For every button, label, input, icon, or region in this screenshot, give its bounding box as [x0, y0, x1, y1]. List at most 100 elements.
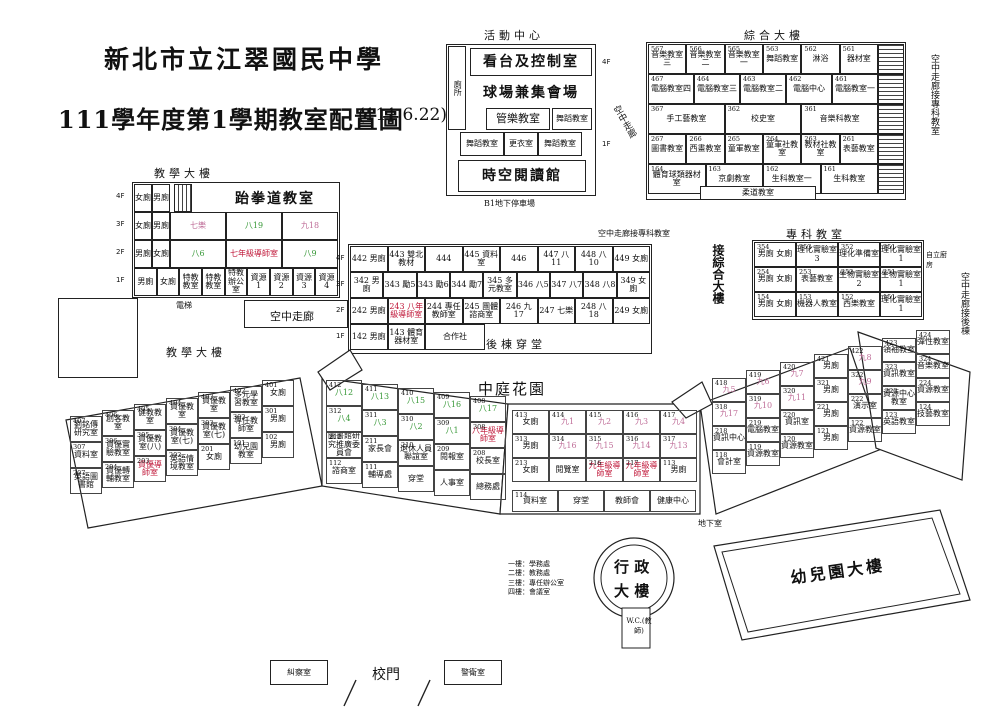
room-number: 204 [105, 463, 118, 471]
room-name: 男廁 女廁 [757, 249, 793, 259]
room-number: 463 [743, 75, 756, 83]
room-number: 306 [105, 437, 118, 445]
room-number: 424 [919, 331, 932, 339]
room-number: 419 [749, 371, 762, 379]
room-name: 資源教室 [781, 440, 813, 450]
room-name: 446 [511, 253, 527, 263]
room-name: 特教辦公室 [227, 268, 244, 295]
room-name: 男廁 [823, 408, 839, 418]
room-number: 213 [515, 459, 528, 467]
room-number: 313 [515, 435, 528, 443]
room-name: 女廁 [522, 416, 539, 426]
room-number: 321 [817, 379, 830, 387]
legend-item: 四樓：會議室 [508, 588, 550, 597]
room-number: 354 [757, 243, 770, 251]
room-number: 263 [804, 135, 817, 143]
room-name: 器材室 [846, 53, 871, 63]
room-number: 324 [919, 355, 932, 363]
guard-inspection-room: 糾察室 [270, 660, 328, 685]
room-number: 353 [799, 243, 812, 251]
room-number: 223 [885, 387, 898, 395]
room-name: 349 女廁 [620, 275, 647, 293]
upper-room: 八19 [226, 212, 282, 240]
room-name: 女廁 [206, 451, 222, 461]
room-name: 英語圖書館 [74, 471, 98, 489]
connect-comp-label: 接綜合大樓 [711, 244, 725, 304]
room-name: 男廁 [670, 464, 687, 474]
floor-label: 2F [336, 306, 345, 314]
basement-label: 地下室 [698, 519, 722, 528]
floor-label: 2F [116, 248, 125, 256]
room-name: 443 雙北教材 [389, 249, 424, 267]
room-number: 124 [919, 403, 932, 411]
self-kitchen-label: 自立廚房 [926, 251, 947, 269]
room-name: 電腦教室 [747, 424, 779, 434]
room-name: 九1 [560, 416, 575, 426]
middle-room: 443 雙北教材 [387, 246, 425, 272]
middle-room: 245 團體諮商室 [462, 298, 500, 324]
room-name: 健教教室 [138, 407, 162, 425]
room-number: 211 [365, 437, 378, 445]
room-number: 113 [663, 459, 676, 467]
room-name: 音樂教室一 [727, 49, 760, 67]
room-name: 柔道教室 [742, 187, 774, 197]
room-name: 249 女廁 [614, 305, 649, 315]
room-name: 資源教室 [747, 448, 779, 458]
room-name: 345 多元教室 [487, 275, 513, 293]
room-name: 體育球類器材室 [652, 169, 701, 187]
band-room: 總務處 [470, 474, 506, 500]
room-number: 153 [799, 293, 812, 301]
room-name: 男廁 [153, 220, 169, 230]
room-name: 領袖教室 [883, 344, 915, 354]
room-name: 資訊教室 [883, 368, 915, 378]
upper-room: 七樂 [170, 212, 226, 240]
room-name: 資訊室 [785, 416, 809, 426]
room-name: 教師會 [615, 495, 639, 505]
room-number: 464 [697, 75, 710, 83]
room-number: 220 [783, 411, 796, 419]
room-name: 445 資料室 [464, 249, 499, 267]
floor-label: 3F [336, 280, 345, 288]
room-number: 218 [715, 427, 728, 435]
room-name: 理化實驗室1 [881, 245, 921, 263]
room-name: 八13 [370, 391, 390, 401]
room-name: 九17 [719, 408, 739, 418]
room-name: 音樂教室三 [651, 49, 684, 67]
admin-building-line1: 行 政 [614, 558, 650, 576]
room-number: 152 [841, 293, 854, 301]
middle-room: 247 七樂 [537, 298, 575, 324]
room-name: 資優教室 [202, 395, 226, 413]
room-name: 242 男廁 [351, 305, 386, 315]
room-number: 251 [883, 268, 896, 276]
room-name: 男廁 [522, 440, 539, 450]
room-number: 566 [689, 45, 702, 53]
room-name: 八年級導師室 [472, 425, 504, 443]
upper-room: 特教辦公室 [224, 268, 248, 296]
room-number: 267 [651, 135, 664, 143]
dance-room-2: 舞蹈教室 [538, 132, 582, 156]
room-number: 309 [437, 419, 450, 427]
room-name: 諮商室 [332, 465, 356, 475]
room-name: 女廁 [135, 220, 151, 230]
room-name: 資優導師室 [138, 459, 162, 477]
map-date: (111.6.22) [358, 105, 447, 125]
